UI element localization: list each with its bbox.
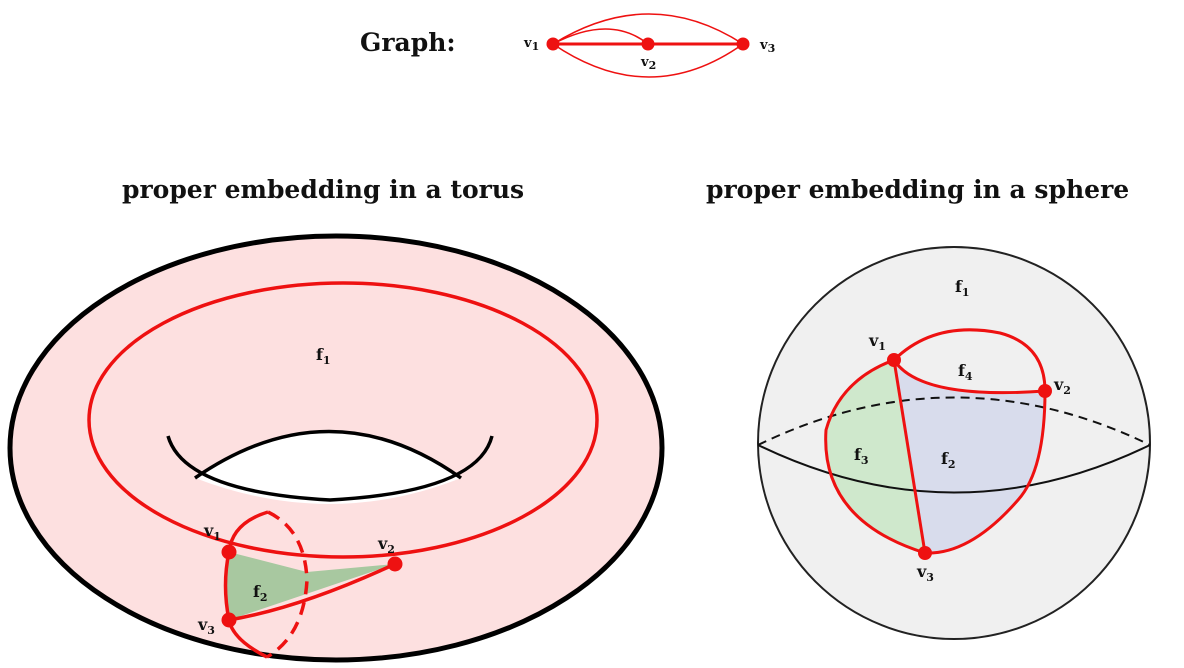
sphere-face-f3 [825,360,925,553]
graph-vertex-label-v2: v2 [640,55,656,72]
sphere-edge-v1-v3 [892,359,927,554]
torus-title: proper embedding in a torus [122,175,524,204]
sphere-vertex-label-v2: v2 [1053,375,1071,397]
sphere-face-label-f3: f3 [854,445,869,467]
torus-vertex-v3 [221,612,237,628]
sphere-face-label-f2: f2 [941,449,956,471]
torus-face-label-f2: f2 [253,582,268,604]
sphere-edge-v2-v3 [924,390,1047,555]
torus-embedding: f1 f2 v1 v2 v3 [7,233,665,663]
graph-vertex-label-v1: v1 [523,36,539,53]
abstract-graph: Graph: v1 v2 v3 [360,13,775,78]
sphere-vertex-label-v1: v1 [868,331,886,353]
torus-hole-lower-rim [194,429,463,480]
torus-hole-upper-rim [166,435,494,502]
torus-face-label-f1: f1 [316,345,331,367]
torus-face-f2 [225,552,395,620]
sphere-edge-v1-v2-lower [892,359,1046,395]
sphere-title: proper embedding in a sphere [706,175,1129,204]
graph-edge-v1-v2-arc [552,28,649,45]
sphere-vertex-v2 [1038,384,1052,398]
graph-vertex-label-v3: v3 [759,38,775,55]
sphere-edge-v1-v3-left [824,358,926,555]
torus-vertex-v2 [387,556,403,572]
torus-vertex-label-v3: v3 [197,615,215,637]
torus-edge-v3-v2 [228,562,396,622]
graph-vertex-v2 [641,37,655,51]
sphere-face-label-f4: f4 [958,361,973,383]
sphere-edge-v1-v2-upper [892,328,1047,392]
torus-vertex-v1 [221,544,237,560]
torus-vertex-label-v2: v2 [377,534,395,556]
sphere-vertex-label-v3: v3 [916,562,934,584]
graph-vertex-v1 [546,37,560,51]
torus-loop-meridian-front [223,510,269,659]
sphere-vertex-v3 [918,546,932,560]
sphere-equator-back [757,396,1151,446]
sphere-face-label-f1: f1 [955,277,970,299]
torus-hole [195,431,461,504]
torus-loop-longitude [87,281,599,559]
sphere-embedding: f1 f4 f3 f2 v1 v2 v3 [757,246,1151,640]
torus-loop-meridian-back [266,510,309,659]
sphere-equator-front [757,444,1151,494]
sphere-face-f2 [894,360,1045,554]
graph-edge-v1-v3-lower [552,43,744,78]
graph-edge-v1-v3-upper [552,13,744,45]
graph-label: Graph: [360,28,456,57]
torus-vertex-label-v1: v1 [203,521,221,543]
sphere-vertex-v1 [887,353,901,367]
graph-vertex-v3 [736,37,750,51]
